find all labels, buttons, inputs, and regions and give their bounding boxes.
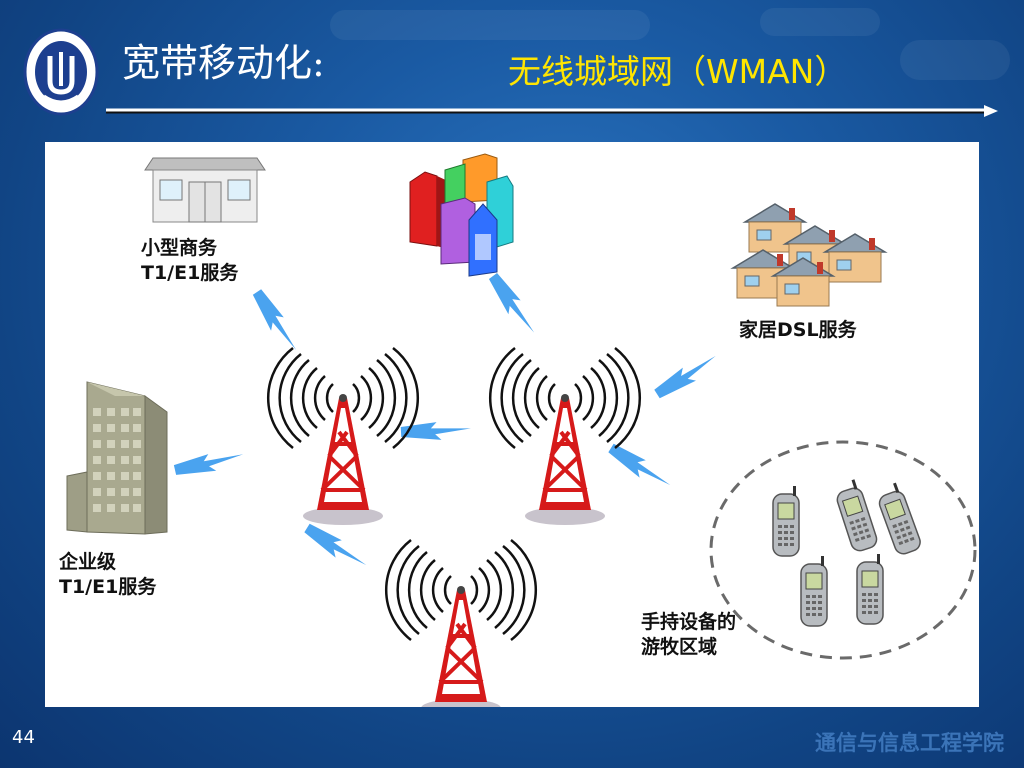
enterprise-label-line1: 企业级 — [59, 551, 117, 573]
mobile-phone-icon — [856, 553, 884, 625]
small-business-label-line2: T1/E1服务 — [141, 262, 239, 284]
enterprise-label: 企业级 T1/E1服务 — [59, 550, 156, 600]
wireless-link-icon — [484, 271, 541, 339]
mobile-phone-icon — [772, 485, 800, 557]
background-highlight — [900, 40, 1010, 80]
mobile-phone-icon — [800, 555, 828, 627]
wireless-link-icon — [173, 446, 246, 480]
radio-tower-icon — [488, 346, 642, 527]
small-business-label-line1: 小型商务 — [141, 237, 218, 259]
shanghai-university-logo — [22, 26, 100, 118]
mobile-phone-icon — [873, 480, 924, 558]
small-business-shop-icon — [144, 157, 266, 223]
radio-tower-icon — [384, 538, 538, 707]
footer-institution: 通信与信息工程学院 — [815, 730, 1004, 755]
title-divider — [104, 103, 998, 119]
home-dsl-label: 家居DSL服务 — [739, 319, 857, 341]
enterprise-building-icon — [66, 381, 168, 535]
background-highlight — [330, 10, 650, 40]
wman-diagram: 小型商务 T1/E1服务 家居DSL服务 企业级 T1/E1服务 手持设备的 游… — [45, 142, 979, 707]
handheld-zone-label: 手持设备的 游牧区域 — [641, 610, 736, 660]
wireless-link-icon — [248, 287, 303, 356]
slide-subtitle: 无线城域网（WMAN） — [508, 52, 848, 91]
radio-tower-icon — [266, 346, 420, 527]
wireless-link-icon — [605, 441, 675, 494]
handheld-zone-label-line1: 手持设备的 — [641, 611, 737, 633]
city-buildings-icon — [409, 153, 514, 277]
background-highlight — [760, 8, 880, 36]
nomadic-zone-boundary — [709, 440, 977, 660]
handheld-zone-label-line2: 游牧区域 — [641, 636, 718, 658]
enterprise-label-line2: T1/E1服务 — [59, 576, 157, 598]
wireless-link-icon — [652, 349, 722, 403]
wireless-link-icon — [301, 521, 371, 574]
mobile-phone-icon — [831, 477, 880, 554]
small-business-label: 小型商务 T1/E1服务 — [141, 236, 238, 286]
page-number: 44 — [12, 727, 35, 748]
slide-title: 宽带移动化: — [122, 41, 325, 85]
